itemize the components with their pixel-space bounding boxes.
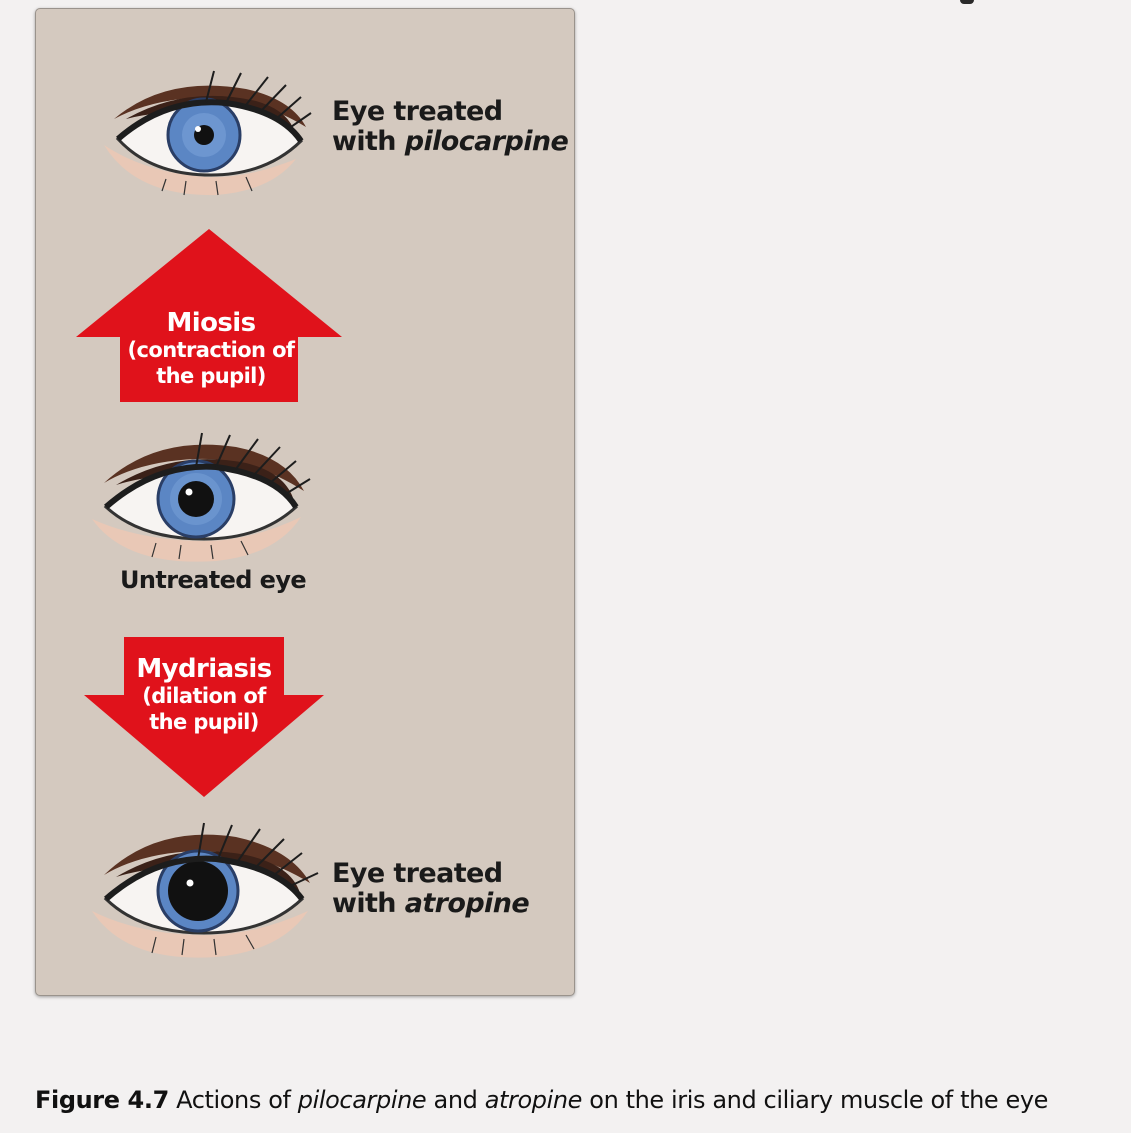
pupil-dilated	[168, 861, 228, 921]
caption-text-3: on the iris and ciliary muscle of the ey…	[582, 1086, 1049, 1114]
eye-atropine-image	[92, 822, 319, 958]
mydriasis-title: Mydriasis	[136, 654, 272, 684]
bottom-eye-label-prefix: with	[332, 888, 405, 919]
pupil-normal	[178, 481, 214, 517]
untreated-eye-text: Untreated eye	[120, 566, 307, 594]
figure-panel: Eye treated with pilocarpine Miosis (con…	[35, 8, 575, 996]
mydriasis-line3: the pupil)	[149, 710, 259, 734]
up-arrow-label: Miosis (contraction of the pupil)	[116, 309, 306, 389]
eye-untreated-image	[92, 432, 311, 562]
cropped-text-fragment	[960, 0, 974, 4]
top-eye-label-line1: Eye treated	[332, 96, 503, 127]
caption-drug-1: pilocarpine	[297, 1086, 427, 1114]
miosis-line3: the pupil)	[156, 364, 266, 388]
caption-drug-2: atropine	[484, 1086, 583, 1114]
caption-text-1: Actions of	[168, 1086, 298, 1114]
figure-number: Figure 4.7	[35, 1086, 169, 1114]
top-eye-label-drug: pilocarpine	[404, 126, 569, 157]
eye-pilocarpine-image	[104, 70, 312, 196]
up-arrow	[76, 229, 342, 402]
down-arrow-label: Mydriasis (dilation of the pupil)	[114, 655, 294, 735]
figure-caption: Figure 4.7 Actions of pilocarpine and at…	[35, 1086, 1048, 1114]
bottom-eye-label-drug: atropine	[404, 888, 530, 919]
middle-eye-label: Untreated eye	[120, 565, 307, 595]
bottom-eye-label: Eye treated with atropine	[332, 858, 530, 919]
bottom-eye-label-line1: Eye treated	[332, 858, 503, 889]
miosis-title: Miosis	[166, 308, 257, 338]
mydriasis-line2: (dilation of	[142, 684, 266, 708]
top-eye-label: Eye treated with pilocarpine	[332, 96, 569, 157]
caption-text-2: and	[426, 1086, 485, 1114]
miosis-line2: (contraction of	[127, 338, 296, 362]
top-eye-label-prefix: with	[332, 126, 405, 157]
down-arrow	[84, 637, 324, 797]
